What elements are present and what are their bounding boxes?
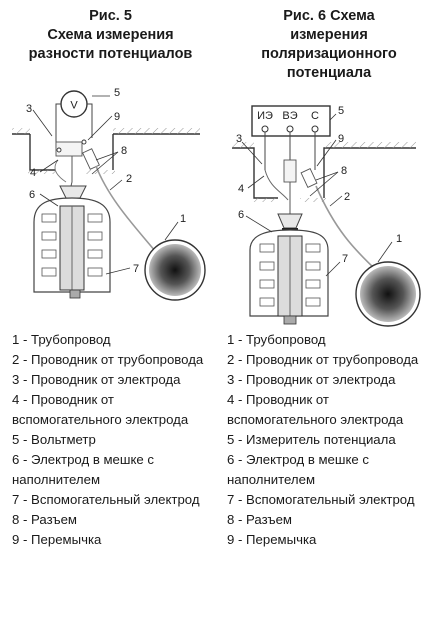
callout-7: 7 xyxy=(342,253,348,265)
callout-9: 9 xyxy=(338,133,344,145)
figure6-title: Рис. 6 Схема измерения поляризационного … xyxy=(261,8,397,81)
callout-2: 2 xyxy=(126,173,132,185)
potential-meter: ИЭ ВЭ С xyxy=(251,105,331,137)
legend-item: 4 - Проводник от вспомогательного электр… xyxy=(227,392,404,427)
legend-item: 1 - Трубопровод xyxy=(227,332,326,347)
legend-item: 7 - Вспомогательный электрод xyxy=(227,492,415,507)
legend-item: 4 - Проводник от вспомогательного электр… xyxy=(12,392,189,427)
legend-item: 2 - Проводник от трубопровода xyxy=(227,352,419,367)
callout-6: 6 xyxy=(238,209,244,221)
legend-item: 6 - Электрод в мешке с наполнителем xyxy=(12,452,154,487)
callout-6: 6 xyxy=(29,189,35,201)
legend-item: 8 - Разъем xyxy=(227,512,292,527)
ground-surface xyxy=(12,128,200,174)
terminal-ie: ИЭ xyxy=(257,110,273,122)
figure5-title: Рис. 5 Схема измерения разности потенциа… xyxy=(28,8,193,62)
pipeline xyxy=(355,261,421,327)
legend-item: 8 - Разъем xyxy=(12,512,77,527)
figure6-diagram: ИЭ ВЭ С xyxy=(232,105,421,327)
callout-5: 5 xyxy=(114,87,120,99)
callout-7: 7 xyxy=(133,263,139,275)
callout-8: 8 xyxy=(121,145,127,157)
pipeline xyxy=(144,239,206,301)
callout-3: 3 xyxy=(236,133,242,145)
terminal-ve: ВЭ xyxy=(282,110,297,122)
callout-2: 2 xyxy=(344,191,350,203)
legend-item: 2 - Проводник от трубопровода xyxy=(12,352,204,367)
callout-1: 1 xyxy=(396,233,402,245)
callout-9: 9 xyxy=(114,111,120,123)
legend-item: 1 - Трубопровод xyxy=(12,332,111,347)
legend-item: 9 - Перемычка xyxy=(12,532,102,547)
legend-item: 7 - Вспомогательный электрод xyxy=(12,492,200,507)
ground-surface xyxy=(232,142,416,202)
figure6-legend: 1 - Трубопровод 2 - Проводник от трубопр… xyxy=(227,330,427,550)
legend-item: 5 - Вольтметр xyxy=(12,432,96,447)
connector xyxy=(55,139,100,170)
terminal-s: С xyxy=(311,110,319,122)
legend-item: 3 - Проводник от электрода xyxy=(12,372,181,387)
legend-item: 9 - Перемычка xyxy=(227,532,317,547)
figure5-callouts: 5 3 9 8 4 6 2 1 7 xyxy=(26,87,186,275)
figure5-legend: 1 - Трубопровод 2 - Проводник от трубопр… xyxy=(12,330,217,550)
callout-4: 4 xyxy=(30,167,36,179)
callout-4: 4 xyxy=(238,183,244,195)
legend-item: 5 - Измеритель потенциала xyxy=(227,432,396,447)
callout-5: 5 xyxy=(338,105,344,117)
callout-8: 8 xyxy=(341,165,347,177)
electrode-bag xyxy=(33,197,111,299)
figure5-diagram: V xyxy=(12,87,206,301)
legend-item: 6 - Электрод в мешке с наполнителем xyxy=(227,452,369,487)
legend-item: 3 - Проводник от электрода xyxy=(227,372,396,387)
figure6-callouts: 5 3 9 8 4 6 2 1 7 xyxy=(236,105,402,265)
callout-1: 1 xyxy=(180,213,186,225)
callout-3: 3 xyxy=(26,103,32,115)
electrode-bag xyxy=(249,229,329,325)
voltmeter-symbol: V xyxy=(70,100,78,112)
voltmeter: V xyxy=(55,90,93,148)
